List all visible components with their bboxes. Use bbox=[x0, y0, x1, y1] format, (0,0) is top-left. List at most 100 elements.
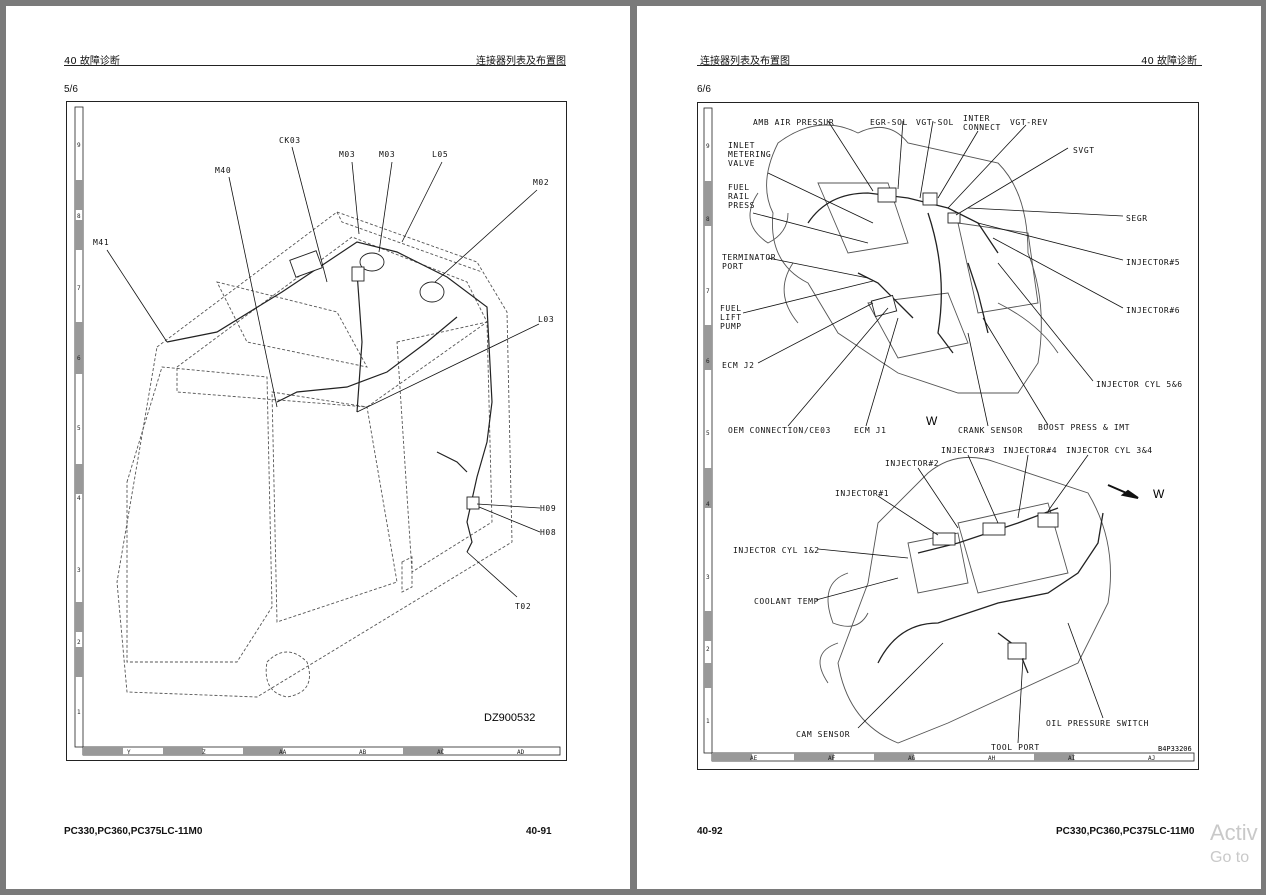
col-tick: Z bbox=[202, 749, 206, 756]
callout-label: M40 bbox=[215, 166, 231, 175]
callout-label: COOLANT TEMP bbox=[754, 597, 819, 606]
callout-label: RAIL bbox=[728, 192, 750, 201]
engine-top-outline bbox=[749, 124, 1059, 394]
callout-label: L03 bbox=[538, 315, 554, 324]
left-footer-page: 40-91 bbox=[526, 826, 552, 837]
callout-label: EGR-SOL bbox=[870, 118, 908, 127]
callout-label: TOOL PORT bbox=[991, 743, 1040, 752]
row-tick: 2 bbox=[706, 646, 710, 653]
callout-label: INJECTOR#4 bbox=[1003, 446, 1057, 455]
direction-arrow-icon bbox=[1107, 484, 1139, 499]
col-tick: AI bbox=[1068, 755, 1076, 762]
activation-watermark: Activ Go to bbox=[1210, 822, 1258, 869]
callout-label: CK03 bbox=[279, 136, 301, 145]
callout-label: VGT-REV bbox=[1010, 118, 1048, 127]
row-tick: 8 bbox=[77, 213, 81, 220]
callout-label: CONNECT bbox=[963, 123, 1001, 132]
callout-label: H08 bbox=[540, 528, 556, 537]
cab-harness bbox=[166, 241, 493, 553]
row-tick: 4 bbox=[706, 501, 710, 508]
figure-id: B4P33206 bbox=[1158, 745, 1192, 753]
callout-label: PORT bbox=[722, 262, 744, 271]
row-ruler: 9 8 7 6 5 4 3 2 1 bbox=[74, 106, 84, 748]
row-tick: 9 bbox=[706, 143, 710, 150]
engine-bottom-outline bbox=[819, 456, 1111, 744]
callout-label: CAM SENSOR bbox=[796, 730, 850, 739]
engine-callout-lines bbox=[742, 120, 1124, 427]
callout-label: T02 bbox=[515, 602, 531, 611]
col-tick: AD bbox=[517, 749, 525, 756]
row-ruler: 9 8 7 6 5 4 3 2 1 bbox=[703, 107, 713, 754]
col-tick: AE bbox=[750, 755, 758, 762]
col-tick: AG bbox=[908, 755, 916, 762]
right-footer-model: PC330,PC360,PC375LC-11M0 bbox=[1056, 826, 1195, 837]
callout-label: M03 bbox=[339, 150, 355, 159]
callout-label: VGT-SOL bbox=[916, 118, 954, 127]
right-header-chapter: 40 故障诊断 bbox=[1141, 56, 1197, 67]
col-tick: AB bbox=[359, 749, 367, 756]
engine-bottom-components bbox=[932, 512, 1059, 660]
callout-label: CRANK SENSOR bbox=[958, 426, 1023, 435]
column-ruler: Y Z AA AB AC AD bbox=[82, 746, 561, 756]
row-tick: 6 bbox=[706, 358, 710, 365]
callout-label: INJECTOR CYL 3&4 bbox=[1066, 446, 1153, 455]
callout-label: INJECTOR#6 bbox=[1126, 306, 1180, 315]
right-header-title: 连接器列表及布置图 bbox=[700, 56, 790, 67]
callout-label: AMB AIR PRESSUR bbox=[753, 118, 834, 127]
cab-callout-lines bbox=[106, 146, 541, 598]
callout-label: VALVE bbox=[728, 159, 755, 168]
watermark-line2: Go to bbox=[1210, 849, 1250, 866]
callout-label: OIL PRESSURE SWITCH bbox=[1046, 719, 1149, 728]
cab-components bbox=[289, 250, 480, 510]
row-tick: 4 bbox=[77, 495, 81, 502]
engine-harness-diagram: 9 8 7 6 5 4 3 2 1 AE AF AG AH bbox=[697, 102, 1199, 770]
callout-label: ECM J1 bbox=[854, 426, 887, 435]
left-header-title: 连接器列表及布置图 bbox=[476, 56, 566, 67]
callout-label: M41 bbox=[93, 238, 109, 247]
left-section-number: 5/6 bbox=[64, 84, 78, 95]
callout-label: FUEL bbox=[728, 183, 750, 192]
row-tick: 3 bbox=[706, 574, 710, 581]
watermark-line1: Activ bbox=[1210, 820, 1258, 845]
left-header-rule bbox=[64, 65, 566, 66]
row-tick: 3 bbox=[77, 567, 81, 574]
callout-label: METERING bbox=[728, 150, 771, 159]
column-ruler: AE AF AG AH AI AJ bbox=[711, 752, 1195, 762]
callout-label: SVGT bbox=[1073, 146, 1095, 155]
callout-label: PRESS bbox=[728, 201, 755, 210]
callout-label: LIFT bbox=[720, 313, 742, 322]
row-tick: 8 bbox=[706, 216, 710, 223]
cab-harness-diagram: 9 8 7 6 5 4 3 2 1 Y Z AA AB AC bbox=[66, 101, 567, 761]
col-tick: AA bbox=[279, 749, 287, 756]
callout-label: INJECTOR#2 bbox=[885, 459, 939, 468]
engine-top-components bbox=[870, 187, 961, 318]
callout-label: INJECTOR#3 bbox=[941, 446, 995, 455]
callout-label: FUEL bbox=[720, 304, 742, 313]
callout-label: ECM J2 bbox=[722, 361, 755, 370]
callout-label: H09 bbox=[540, 504, 556, 513]
row-tick: 9 bbox=[77, 142, 81, 149]
figure-id: DZ900532 bbox=[484, 712, 535, 724]
row-tick: 1 bbox=[706, 718, 710, 725]
right-section-number: 6/6 bbox=[697, 84, 711, 95]
callout-label: INJECTOR#5 bbox=[1126, 258, 1180, 267]
callout-label: OEM CONNECTION/CE03 bbox=[728, 426, 831, 435]
callout-label: PUMP bbox=[720, 322, 742, 331]
row-tick: 5 bbox=[706, 430, 710, 437]
cab-outline bbox=[116, 211, 513, 698]
right-header-rule bbox=[697, 65, 1202, 66]
row-tick: 6 bbox=[77, 355, 81, 362]
callout-label: SEGR bbox=[1126, 214, 1148, 223]
callout-label: INJECTOR#1 bbox=[835, 489, 889, 498]
engine-callout-lines-bottom bbox=[815, 454, 1104, 744]
callout-label: INLET bbox=[728, 141, 755, 150]
row-tick: 7 bbox=[77, 285, 81, 292]
col-tick: AF bbox=[828, 755, 836, 762]
row-tick: 2 bbox=[77, 639, 81, 646]
col-tick: AC bbox=[437, 749, 445, 756]
row-tick: 5 bbox=[77, 425, 81, 432]
left-footer-model: PC330,PC360,PC375LC-11M0 bbox=[64, 826, 203, 837]
direction-mark: W bbox=[1153, 487, 1165, 501]
right-page: 连接器列表及布置图 40 故障诊断 6/6 9 8 7 6 5 4 3 2 1 bbox=[637, 6, 1261, 889]
callout-label: INJECTOR CYL 5&6 bbox=[1096, 380, 1183, 389]
